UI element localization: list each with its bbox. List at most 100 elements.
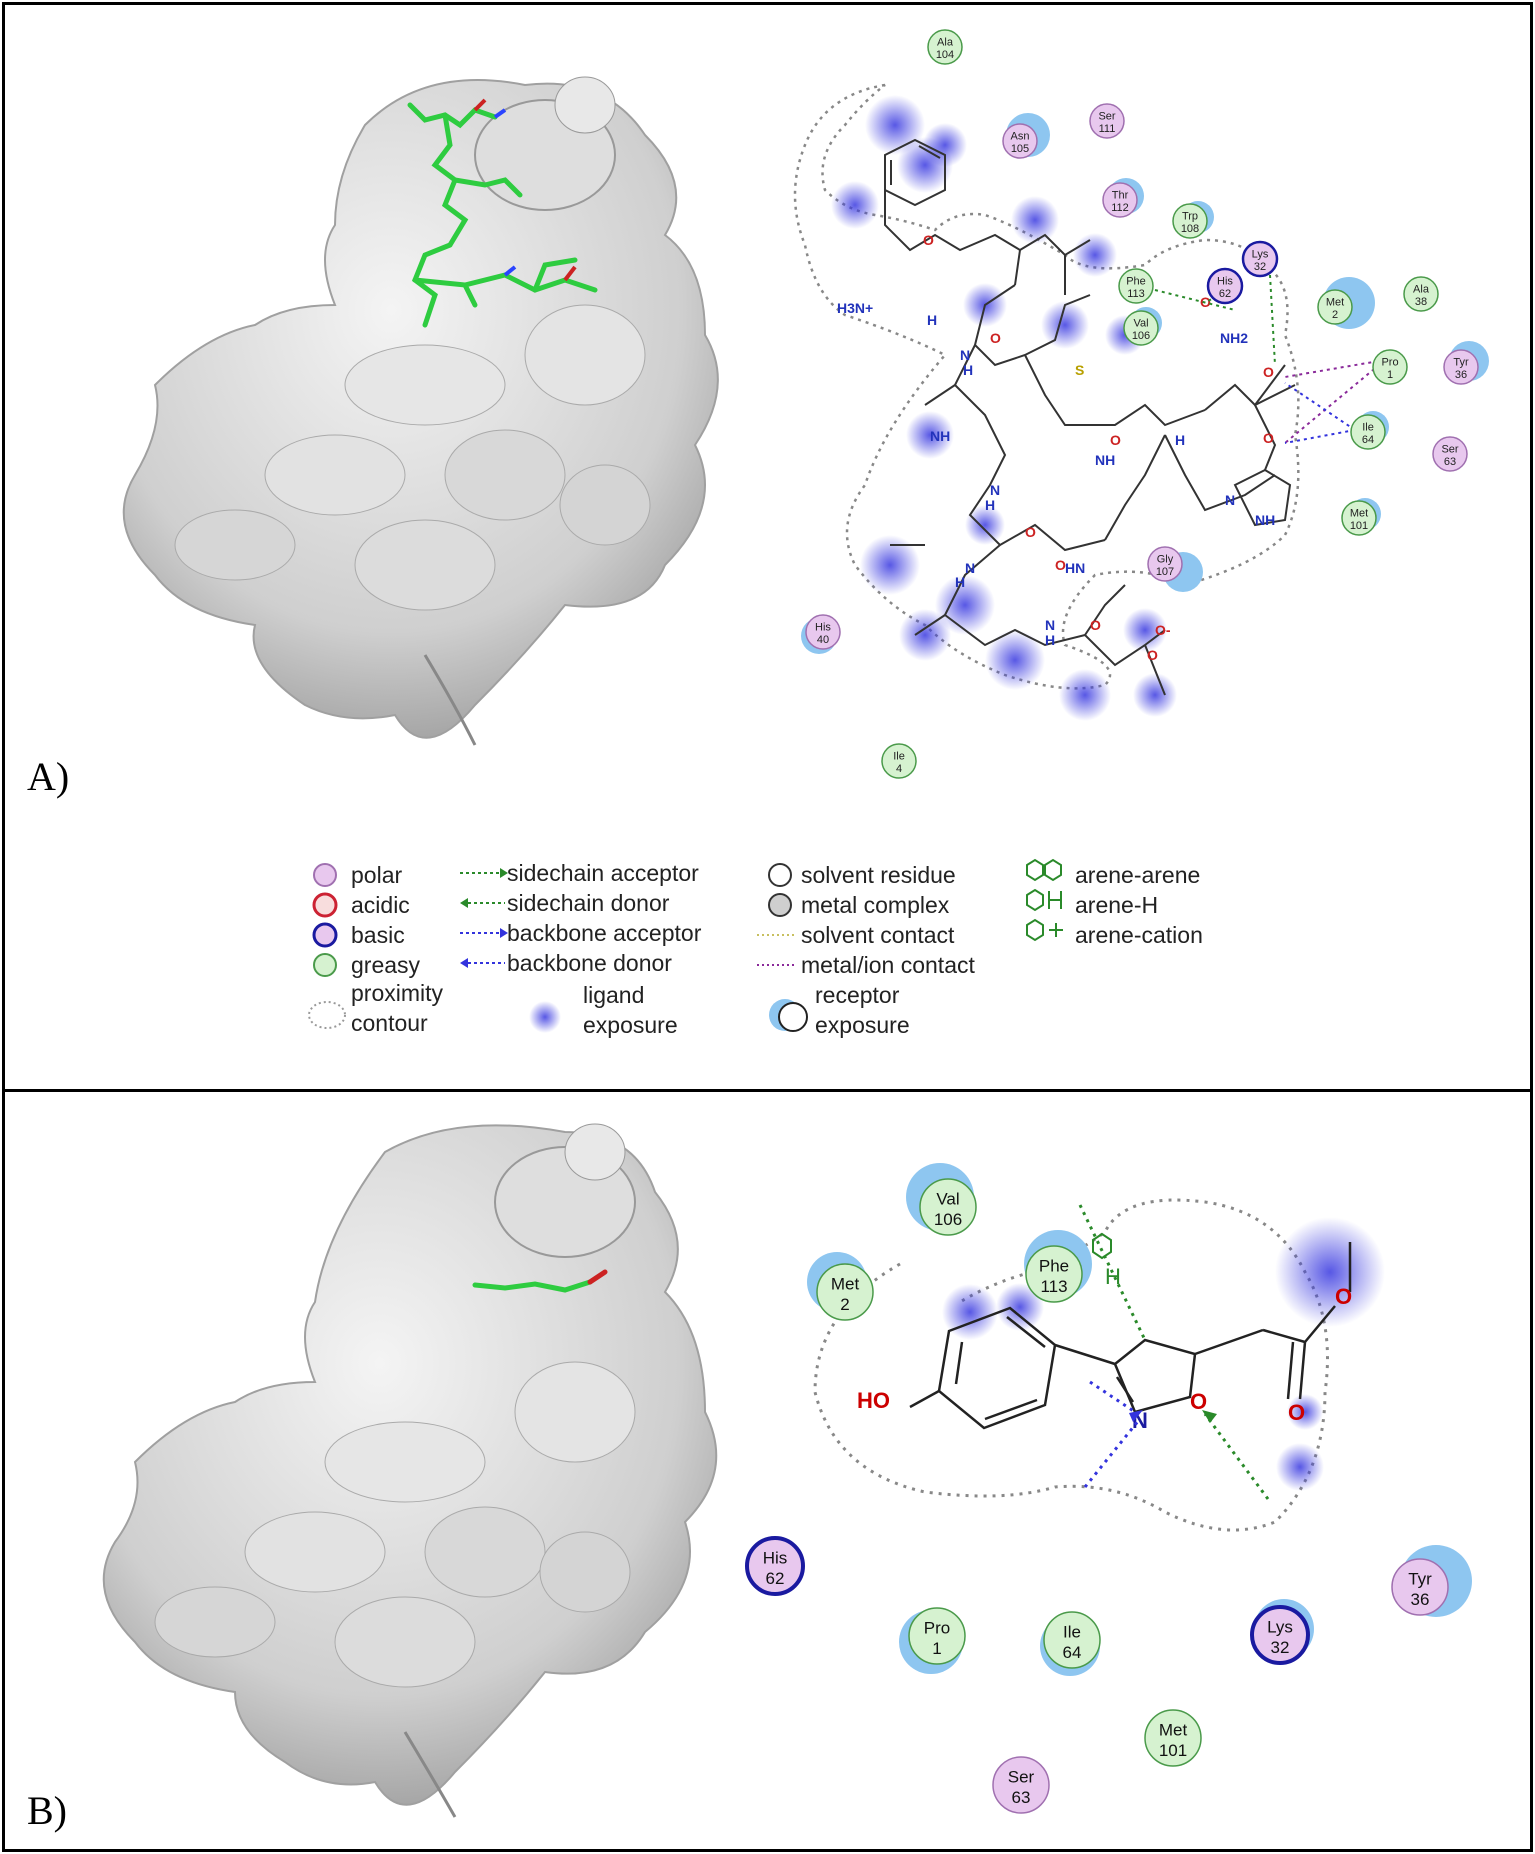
a-residue-ile-4: [881, 743, 917, 779]
a-residue-num: 107: [1156, 566, 1174, 578]
a-residue-num: 36: [1455, 369, 1467, 381]
legend-proximity-1: proximity: [351, 980, 444, 1006]
b-residue-name: Met: [1159, 1720, 1188, 1739]
legend-arene-arene: arene-arene: [1075, 862, 1200, 888]
legend-sidechain-donor: sidechain donor: [507, 890, 670, 916]
a-residue-tyr-36: [1443, 349, 1479, 385]
a-residue-num: 32: [1254, 261, 1266, 273]
a-residue-name: Ser: [1441, 443, 1458, 455]
a-residue-met-2: [1317, 289, 1353, 325]
b-residue-met-2: [816, 1263, 874, 1321]
b-residue-num: 106: [934, 1210, 962, 1229]
legend-arene-arene-icon: [1026, 858, 1062, 882]
b-residue-phe-113: [1025, 1245, 1083, 1303]
svg-text:S: S: [1075, 362, 1084, 378]
a-residue-ser-63: [1432, 436, 1468, 472]
legend-solvent-residue: solvent residue: [801, 862, 956, 888]
legend-metal-complex: metal complex: [801, 892, 950, 918]
b-residue-name: Lys: [1267, 1617, 1293, 1636]
b-residue-val-106: [919, 1178, 977, 1236]
a-residue-num: 104: [936, 49, 954, 61]
a-residue-num: 105: [1011, 143, 1029, 155]
a-residue-name: Ile: [893, 750, 905, 762]
legend-greasy: greasy: [351, 952, 421, 978]
svg-text:O: O: [1055, 557, 1066, 573]
panel-a: H3N+ H O H N O NH S N H O N H O NH N NH …: [2, 2, 1533, 1092]
a-residue-name: His: [1217, 275, 1233, 287]
legend-proximity-2: contour: [351, 1010, 428, 1036]
a-residue-num: 113: [1127, 288, 1145, 300]
panel-label-b: B): [27, 1788, 67, 1833]
legend-solvent-residue-swatch: [768, 863, 792, 887]
b-residue-name: Tyr: [1408, 1569, 1432, 1588]
svg-text:NH: NH: [1095, 452, 1115, 468]
svg-text:O-: O-: [1155, 622, 1171, 638]
svg-text:NH: NH: [930, 428, 950, 444]
legend: polar acidic basic greasy proximity cont…: [308, 858, 1203, 1038]
svg-text:H3N+: H3N+: [837, 300, 873, 316]
panel-a-canvas: H3N+ H O H N O NH S N H O N H O NH N NH …: [27, 29, 1489, 1038]
b-residue-met-101: [1144, 1709, 1202, 1767]
a-residue-ile-64: [1350, 414, 1386, 450]
b-residue-pro-1: [908, 1607, 966, 1665]
svg-text:O: O: [1263, 430, 1274, 446]
panel-label-a: A): [27, 754, 69, 799]
legend-metal-ion-contact: metal/ion contact: [801, 952, 975, 978]
a-residue-num: 64: [1362, 434, 1374, 446]
a-residue-trp-108: [1172, 203, 1208, 239]
a-residue-name: His: [815, 621, 831, 633]
a-residue-pro-1: [1372, 349, 1408, 385]
legend-greasy-swatch: [313, 953, 337, 977]
b-residue-ile-64: [1043, 1611, 1101, 1669]
b-residue-num: 2: [840, 1295, 849, 1314]
svg-text:O: O: [1147, 647, 1158, 663]
proximity-contour-a: [793, 83, 1300, 690]
a-residue-num: 108: [1181, 223, 1199, 235]
svg-text:O: O: [990, 330, 1001, 346]
b-residue-ser-63: [992, 1756, 1050, 1814]
b-residue-name: Ile: [1063, 1622, 1081, 1641]
a-residue-gly-107: [1147, 546, 1183, 582]
legend-proximity-swatch: [308, 1001, 346, 1029]
svg-text:N: N: [1045, 617, 1055, 633]
svg-text:O: O: [1263, 364, 1274, 380]
ligand-structure-b: [909, 1242, 1352, 1430]
a-residue-ala-38: [1403, 276, 1439, 312]
legend-metal-complex-swatch: [768, 893, 792, 917]
svg-text:H: H: [963, 362, 973, 378]
a-residue-phe-113: [1118, 268, 1154, 304]
atom-o-ring: O: [1190, 1389, 1207, 1414]
svg-text:O: O: [1090, 617, 1101, 633]
svg-text:H: H: [927, 312, 937, 328]
a-residue-name: Pro: [1381, 356, 1398, 368]
residues-b: Val106Phe113Met2His62Pro1Ile64Lys32Tyr36…: [745, 1163, 1472, 1814]
a-residue-num: 40: [817, 634, 829, 646]
atom-labels-a: H3N+ H O H N O NH S N H O N H O NH N NH …: [837, 232, 1275, 663]
legend-ligand-exposure-2: exposure: [583, 1012, 678, 1038]
a-residue-name: Thr: [1112, 189, 1129, 201]
b-residue-name: Phe: [1039, 1256, 1069, 1275]
a-residue-name: Met: [1326, 296, 1344, 308]
a-residue-name: Val: [1133, 317, 1148, 329]
svg-text:H: H: [1045, 632, 1055, 648]
atom-o-carbonyl: O: [1288, 1400, 1305, 1425]
b-residue-num: 101: [1159, 1741, 1187, 1760]
svg-text:N: N: [1225, 492, 1235, 508]
a-residue-val-106: [1123, 310, 1159, 346]
svg-text:NH: NH: [1255, 512, 1275, 528]
a-residue-met-101: [1341, 500, 1377, 536]
b-residue-num: 62: [766, 1569, 785, 1588]
b-residue-lys-32: [1250, 1605, 1310, 1665]
a-residue-name: Met: [1350, 507, 1368, 519]
arene-h-label: H: [1105, 1264, 1121, 1289]
legend-arene-h-icon: [1026, 888, 1062, 912]
ligand-exposure-b: [942, 1217, 1385, 1491]
a-residue-num: 4: [896, 763, 902, 775]
b-residue-name: Ser: [1008, 1767, 1035, 1786]
a-residue-name: Tyr: [1453, 356, 1469, 368]
svg-text:N: N: [960, 347, 970, 363]
a-residue-num: 112: [1111, 202, 1129, 214]
b-residue-num: 32: [1271, 1638, 1290, 1657]
legend-polar-swatch: [313, 863, 337, 887]
